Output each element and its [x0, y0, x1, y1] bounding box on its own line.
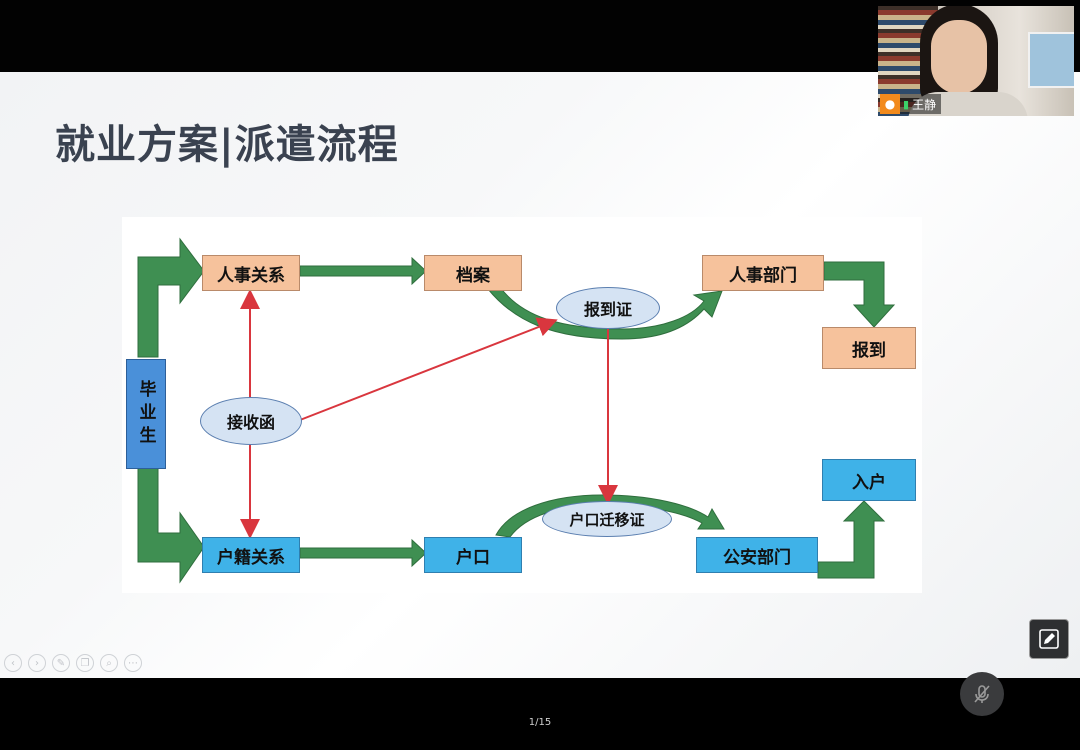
node-acceptance-letter: 接收函 [200, 397, 302, 445]
node-household-relation: 户籍关系 [202, 537, 300, 573]
user-icon: ● [880, 94, 900, 114]
microphone-toggle-button[interactable] [960, 672, 1004, 716]
node-settle: 入户 [822, 459, 916, 501]
video-person-face [931, 20, 987, 94]
diagram-arrows [137, 237, 896, 584]
node-hukou-transfer-certificate: 户口迁移证 [542, 501, 672, 537]
node-personnel-relation: 人事关系 [202, 255, 300, 291]
red-arrow-letter-certificate [299, 317, 558, 421]
slide-title: 就业方案|派遣流程 [55, 122, 399, 168]
node-report: 报到 [822, 327, 916, 369]
node-hr-department: 人事部门 [702, 255, 824, 291]
green-arrow-public-settle [817, 500, 886, 579]
prev-icon[interactable]: ‹ [4, 654, 22, 672]
copy-icon[interactable]: ❐ [76, 654, 94, 672]
node-hukou: 户口 [424, 537, 522, 573]
participant-name: 王静 [912, 97, 937, 112]
node-report-certificate: 报到证 [556, 287, 660, 329]
zoom-icon[interactable]: ⌕ [100, 654, 118, 672]
page-indicator: 1/15 [528, 717, 552, 728]
pen-icon[interactable]: ✎ [52, 654, 70, 672]
green-arrow-to-personnel [137, 237, 205, 358]
green-arrow-household-hukou [299, 538, 427, 568]
participant-name-tag: ● ▮ 王静 [880, 94, 942, 114]
annotate-button[interactable] [1029, 619, 1069, 659]
edit-icon [1039, 629, 1059, 649]
green-arrow-to-household [137, 466, 205, 584]
green-arrow-hr-report [823, 261, 896, 328]
microphone-icon: ▮ [903, 97, 910, 111]
green-arrow-personnel-archive [299, 256, 427, 286]
presentation-slide: 就业方案|派遣流程 [0, 72, 1080, 678]
node-archive: 档案 [424, 255, 522, 291]
node-graduate: 毕业生 [126, 359, 166, 469]
participant-video[interactable]: ● ▮ 王静 [878, 6, 1074, 116]
slide-toolbar: ‹ › ✎ ❐ ⌕ ⋯ [4, 654, 142, 672]
node-public-security: 公安部门 [696, 537, 818, 573]
more-icon[interactable]: ⋯ [124, 654, 142, 672]
next-icon[interactable]: › [28, 654, 46, 672]
flow-diagram: 毕业生 人事关系 档案 人事部门 报到 户籍关系 户口 公安部门 入户 接收函 … [122, 217, 922, 593]
microphone-off-icon [974, 685, 990, 703]
video-window [1028, 32, 1074, 88]
